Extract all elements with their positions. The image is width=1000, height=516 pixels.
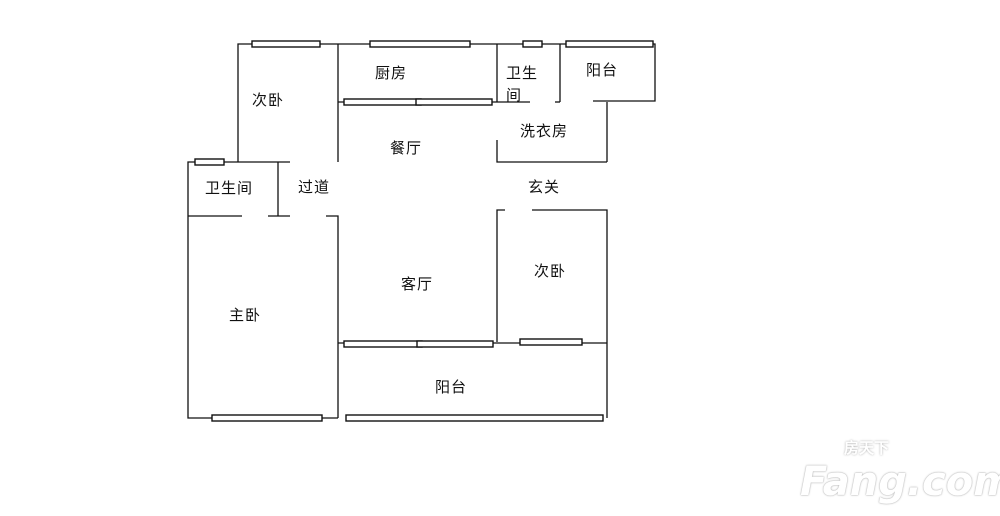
logo-brand: Fang.com: [800, 459, 1000, 505]
sliding-door: [343, 340, 423, 348]
room-label-bathroom: 卫生间: [204, 179, 254, 197]
room-label-bedroom2-right: 次卧: [533, 262, 567, 280]
room-label-bath-small-2: 间: [505, 86, 523, 104]
window: [519, 338, 583, 346]
window: [251, 40, 321, 48]
room-label-bath-small: 卫生: [505, 64, 539, 82]
logo-chinese: 房天下: [844, 439, 890, 457]
window: [565, 40, 654, 48]
room-label-corridor: 过道: [297, 178, 331, 196]
room-label-living: 客厅: [400, 275, 434, 293]
sliding-door: [415, 98, 493, 106]
window: [369, 40, 471, 48]
window: [211, 414, 323, 422]
room-label-entrance: 玄关: [527, 178, 561, 196]
sliding-door: [343, 98, 422, 106]
sliding-door: [416, 340, 494, 348]
room-label-balcony-top: 阳台: [585, 61, 619, 79]
window: [345, 414, 604, 422]
window: [194, 158, 225, 166]
room-label-bedroom2: 次卧: [251, 91, 285, 109]
room-label-balcony-bottom: 阳台: [434, 378, 468, 396]
windows: [194, 40, 654, 422]
room-label-master: 主卧: [228, 306, 262, 324]
window: [522, 40, 543, 48]
fang-watermark-logo: 房天下 Fang.com: [800, 439, 1000, 512]
room-label-kitchen: 厨房: [374, 64, 408, 82]
room-label-dining: 餐厅: [389, 139, 423, 157]
room-label-laundry: 洗衣房: [519, 122, 569, 140]
